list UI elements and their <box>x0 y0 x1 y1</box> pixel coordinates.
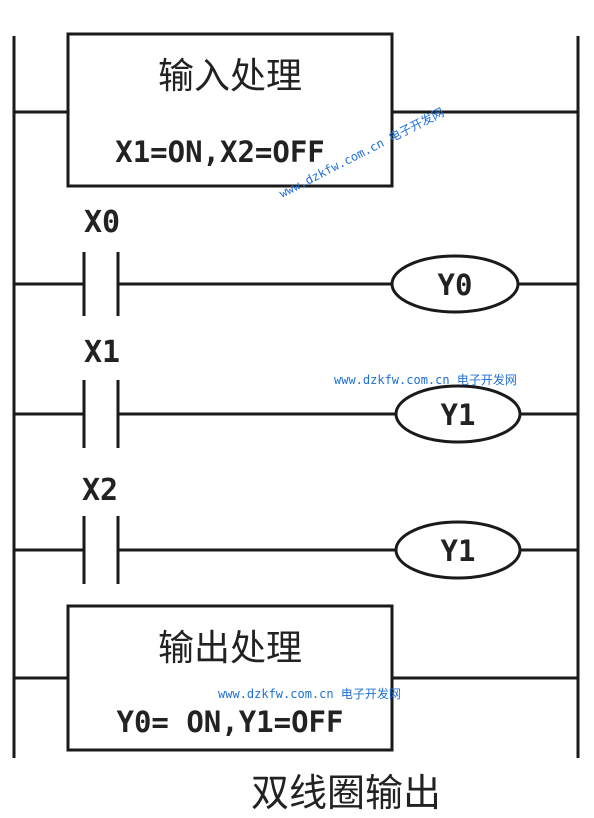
output-block-state: Y0= ON,Y1=OFF <box>117 705 344 739</box>
watermark-middle: www.dzkfw.com.cn 电子开发网 <box>334 372 517 387</box>
output-block-title: 输出处理 <box>158 628 302 669</box>
watermark-bottom: www.dzkfw.com.cn 电子开发网 <box>218 686 401 701</box>
rung-1: X0 Y0 <box>14 205 578 316</box>
coil-label-y1-first: Y1 <box>441 398 476 432</box>
coil-label-y1-second: Y1 <box>441 534 476 568</box>
input-processing-block: 输入处理 X1=ON,X2=OFF <box>14 32 578 188</box>
rung-3: X2 Y1 <box>14 473 578 584</box>
coil-label-y0: Y0 <box>438 268 473 302</box>
input-block-state: X1=ON,X2=OFF <box>115 135 325 169</box>
output-processing-block: 输出处理 Y0= ON,Y1=OFF <box>14 604 578 752</box>
rung-2: X1 Y1 <box>14 335 578 448</box>
contact-label-x2: X2 <box>82 473 118 508</box>
diagram-caption: 双线圈输出 <box>251 771 441 815</box>
input-block-title: 输入处理 <box>158 56 302 97</box>
input-block-box <box>66 32 394 188</box>
contact-label-x1: X1 <box>84 335 120 370</box>
output-block-box <box>66 604 394 752</box>
contact-label-x0: X0 <box>84 205 120 240</box>
